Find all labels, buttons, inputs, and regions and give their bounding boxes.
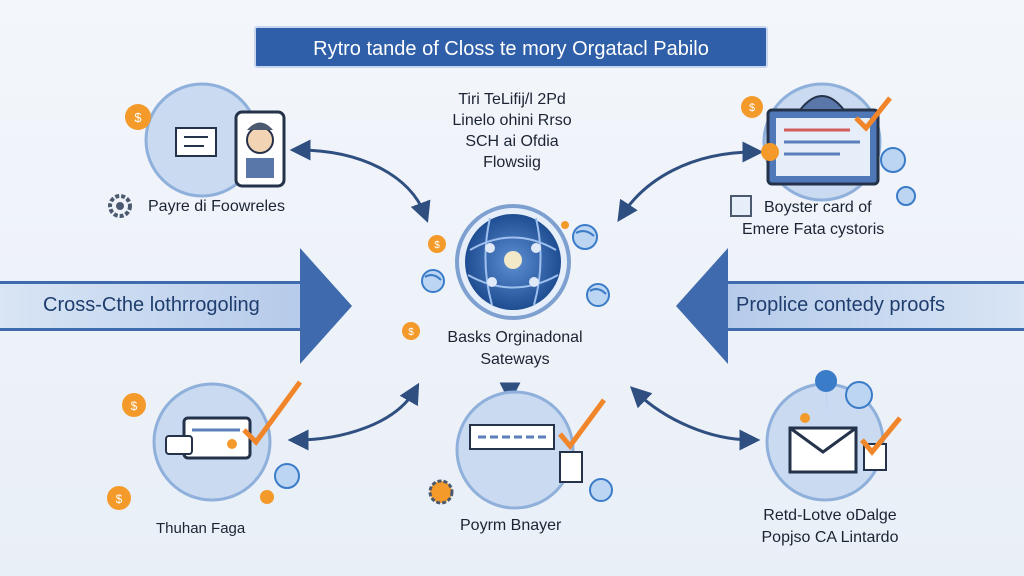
node-bottom-right-label: Retd-Lotve oDalge Popjso CA Lintardo [740,505,920,549]
left-band-arrow [0,248,352,364]
hub-label-line: Basks Orginadonal [447,329,583,346]
center-text-line: Tiri TeLifij/l 2Pd [458,91,566,108]
node-top-left-label: Payre di Foowreles [148,198,285,215]
node-top-left [144,82,286,198]
diagram-title: Rytro tande of Closs te mory Orgatacl Pa… [254,26,768,68]
arrow-top-right [617,141,764,223]
globe-icon [880,147,906,173]
coin-icon: $ [122,393,146,417]
globe-icon [421,269,445,293]
node-top-right [762,82,892,202]
svg-text:$: $ [134,110,142,125]
arrow-top-left [289,139,431,223]
globe-icon [572,224,598,250]
svg-text:$: $ [408,327,414,338]
coin-icon [561,221,569,229]
right-band-label: Proplice contedy proofs [736,294,946,316]
hub-label-line: Sateways [480,351,550,368]
svg-text:$: $ [116,492,123,506]
node-label-line: Popjso CA Lintardo [761,529,899,546]
node-label-line: Retd-Lotve oDalge [763,507,897,524]
globe-icon [274,463,300,489]
globe-icon [896,186,916,206]
node-bottom-left [152,380,303,502]
gear-icon [108,194,132,218]
gear-icon [428,479,454,505]
center-text-line: Linelo ohini Rrso [452,112,572,129]
coin-icon: $ [402,322,420,340]
arrow-bottom-left [287,382,420,451]
coin-icon: $ [428,235,446,253]
node-bottom-center-label: Poyrm Bnayer [460,517,562,534]
coin-icon: $ [125,104,151,130]
node-bottom-center [455,390,607,510]
svg-text:$: $ [434,240,440,251]
hub-globe-icon [455,204,571,320]
node-label-line: Emere Fata cystoris [742,221,885,238]
globe-icon [845,381,873,409]
hub-label: Basks Orginadonal Sateways [430,327,600,371]
coin-icon: $ [741,96,763,118]
svg-text:$: $ [131,399,138,413]
left-band-label: Cross-Cthe lothrrogoling [43,294,260,316]
coin-icon [761,143,779,161]
globe-icon [589,478,613,502]
node-label-line: Boyster card of [764,199,872,216]
center-text-line: SCH ai Ofdia [465,133,559,150]
node-top-right-label: Boyster card of Emere Fata cystoris [742,197,884,241]
node-bottom-right [765,370,902,502]
arrow-bottom-right [629,386,761,451]
right-band-arrow [676,248,1024,364]
center-text: Tiri TeLifij/l 2Pd Linelo ohini Rrso SCH… [412,89,612,173]
coin-icon [800,413,810,423]
coin-icon [260,490,274,504]
globe-icon [586,283,610,307]
center-text-line: Flowsiig [483,154,541,171]
document-icon [730,195,752,217]
coin-icon: $ [107,486,131,510]
svg-text:$: $ [749,102,755,114]
node-bottom-left-label: Thuhan Faga [156,520,246,537]
